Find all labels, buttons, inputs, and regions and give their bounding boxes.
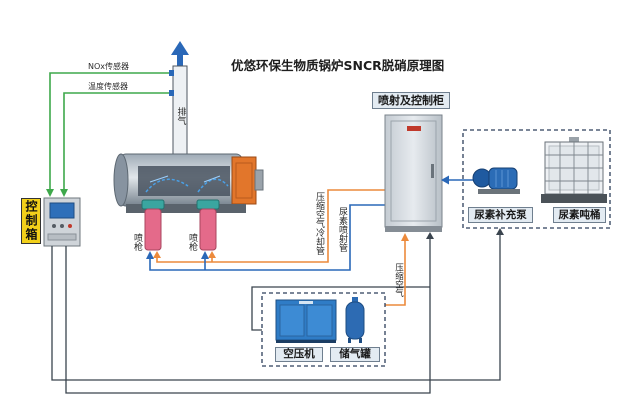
- pump-label: 尿素补充泵: [468, 207, 533, 223]
- injection-gun-right: [196, 199, 220, 251]
- nox-sensor-arrow-icon: [46, 189, 54, 197]
- gun-left-label: 喷枪: [132, 233, 142, 251]
- gun-cap: [196, 199, 220, 210]
- tank-leg: [359, 338, 362, 343]
- pump-motor-fins: [495, 170, 509, 187]
- boiler: [113, 153, 264, 213]
- compressor-base: [276, 340, 336, 343]
- tank-body: [345, 301, 365, 340]
- tote-cage-grid: [545, 142, 603, 194]
- gun-body: [144, 208, 162, 251]
- signal-line-cabinet: [65, 238, 431, 394]
- signal-arrow-icon: [496, 228, 504, 235]
- air-tank: [345, 297, 365, 343]
- urea-supply-arrow-icon: [441, 175, 449, 185]
- boiler-base: [126, 204, 246, 213]
- cabinet-plinth: [385, 226, 442, 232]
- spray-pattern: [197, 178, 229, 193]
- cabinet-handle: [431, 164, 434, 178]
- pump-head: [472, 168, 492, 188]
- air-compressor: [275, 299, 337, 343]
- compressor-panel: [306, 304, 333, 337]
- air-cooling-pipe-label: 压缩空气冷却管: [314, 192, 324, 255]
- boiler-rear-cap: [113, 153, 129, 207]
- signal-line-compressor: [251, 286, 430, 331]
- tote-pallet: [541, 194, 607, 203]
- signal-line-pump: [51, 234, 501, 381]
- nox-sensor-probe: [169, 70, 174, 76]
- exhaust-arrow-head: [171, 41, 189, 55]
- control-box-button: [60, 224, 64, 228]
- exhaust-arrow-icon: [171, 41, 189, 68]
- compressed-air-label: 压缩空气: [393, 263, 404, 297]
- cabinet-door: [390, 120, 437, 222]
- tote-label: 尿素吨桶: [553, 207, 606, 223]
- nox-sensor-label: NOx传感器: [88, 62, 130, 71]
- control-box-button: [68, 224, 72, 228]
- compressed-air-pipe: [385, 240, 406, 306]
- gun-body: [199, 208, 217, 251]
- urea-injection-pipe-label: 尿素喷射管: [337, 207, 347, 252]
- compressed-air-arrow-icon: [401, 233, 409, 241]
- control-box: [43, 197, 81, 247]
- control-box-screen: [49, 202, 75, 219]
- control-box-label: 控制箱: [24, 200, 38, 242]
- urea-tote: [541, 137, 607, 203]
- signal-arrow-icon: [426, 232, 434, 239]
- spray-jets: [149, 175, 221, 183]
- temperature-sensor-line: [63, 92, 172, 190]
- urea-arrow-icon: [201, 251, 209, 259]
- exhaust-arrow-shaft: [177, 52, 183, 68]
- nox-sensor-line: [49, 72, 172, 190]
- compressor-logo: [299, 301, 313, 304]
- temperature-sensor-label: 温度传感器: [88, 82, 128, 91]
- air-arrow-icon: [208, 251, 216, 258]
- air-cooling-pipe: [156, 189, 385, 263]
- exhaust-label: 排气: [175, 107, 186, 125]
- boiler-door-frame: [235, 162, 253, 199]
- injection-gun-left: [141, 199, 165, 251]
- tank-valve: [352, 297, 358, 303]
- page-title: 优悠环保生物质锅炉SNCR脱硝原理图: [231, 58, 445, 73]
- temperature-sensor-probe: [169, 90, 174, 96]
- urea-injection-pipe: [149, 204, 385, 271]
- urea-supply-group: [462, 129, 611, 229]
- compressor-panel: [279, 304, 305, 337]
- pump-motor: [488, 167, 518, 190]
- cabinet-nameplate: [407, 126, 421, 131]
- cabinet-label: 喷射及控制柜: [372, 92, 450, 109]
- tote-cap: [569, 137, 579, 142]
- air-arrow-icon: [153, 251, 161, 258]
- compressor-label: 空压机: [275, 347, 323, 362]
- tank-label: 储气罐: [330, 347, 380, 362]
- temperature-sensor-arrow-icon: [60, 189, 68, 197]
- gun-right-label: 喷枪: [187, 233, 197, 251]
- pump-base: [478, 189, 520, 194]
- cabinet: [384, 114, 443, 232]
- control-box-terminal: [47, 233, 77, 241]
- urea-pump: [472, 167, 520, 194]
- boiler-burner: [254, 169, 264, 191]
- control-box-label-box: 控制箱: [21, 198, 41, 244]
- gun-cap: [141, 199, 165, 210]
- tank-leg: [348, 338, 351, 343]
- control-box-button: [52, 224, 56, 228]
- urea-arrow-icon: [146, 251, 154, 259]
